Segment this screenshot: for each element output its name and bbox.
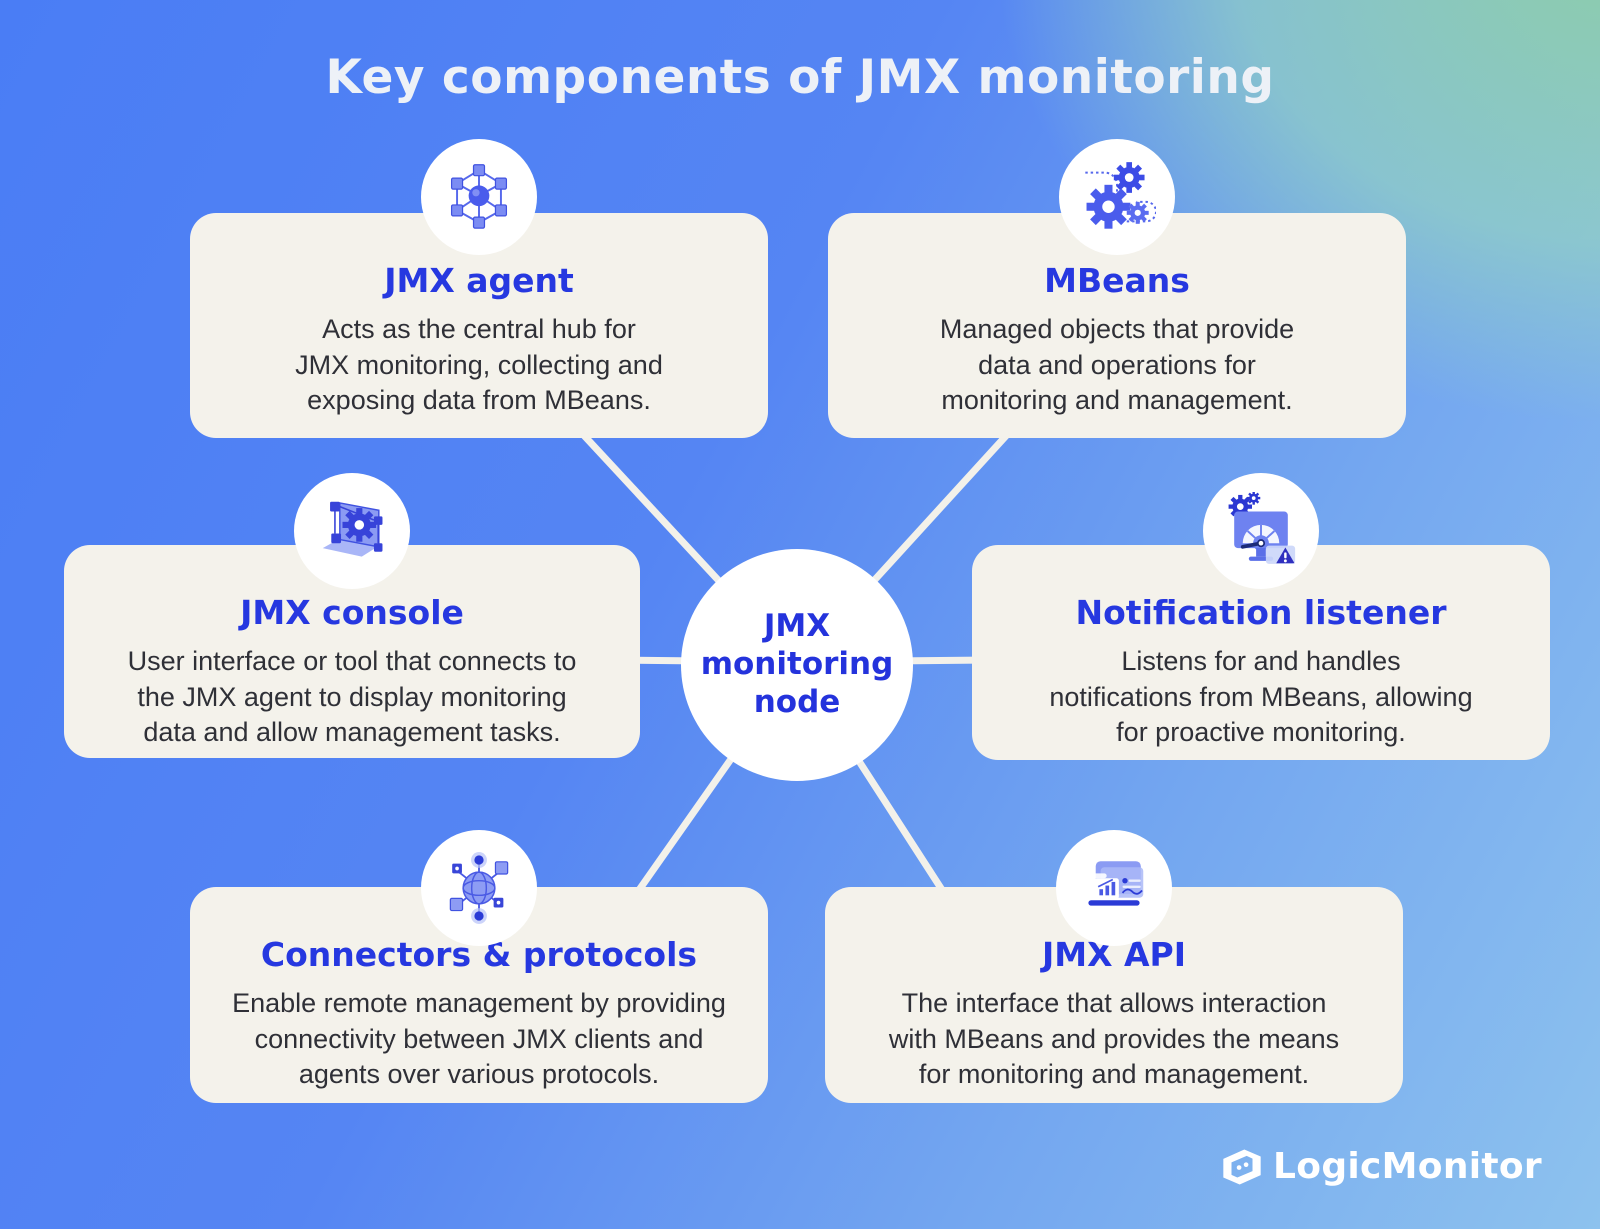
card-body: Listens for and handles notifications fr… <box>1049 646 1473 748</box>
brand-logo: LogicMonitor <box>1221 1146 1542 1187</box>
laptop-dashboard-icon <box>1088 861 1144 906</box>
card-title: Notification listener <box>1075 593 1447 632</box>
card-jmx-agent: JMX agent Acts as the central hub for JM… <box>190 213 768 438</box>
mbeans-icon-circle <box>1059 139 1175 255</box>
card-title: JMX agent <box>384 261 574 300</box>
jmx-console-icon-circle <box>294 473 410 589</box>
globe-network-icon <box>449 852 509 924</box>
center-node: JMX monitoring node <box>681 549 913 781</box>
card-body: User interface or tool that connects to … <box>127 646 577 748</box>
card-jmx-api: JMX API The interface that allows intera… <box>825 887 1403 1103</box>
jmx-api-icon-circle <box>1056 830 1172 946</box>
notification-listener-icon-circle <box>1203 473 1319 589</box>
card-body: Acts as the central hub for JMX monitori… <box>295 314 663 416</box>
network-hub-icon <box>450 164 508 229</box>
jmx-agent-icon-circle <box>421 139 537 255</box>
card-body: The interface that allows interaction wi… <box>888 988 1340 1090</box>
gears-icon <box>1085 162 1156 229</box>
card-body: Enable remote management by providing co… <box>232 988 726 1090</box>
card-title: JMX console <box>240 593 464 632</box>
center-node-label: JMX monitoring node <box>700 608 894 720</box>
gauge-alert-icon <box>1228 492 1296 564</box>
card-mbeans: MBeans Managed objects that provide data… <box>828 213 1406 438</box>
logicmonitor-icon <box>1223 1149 1261 1184</box>
card-jmx-console: JMX console User interface or tool that … <box>64 545 640 758</box>
card-title: MBeans <box>1044 261 1190 300</box>
page-title: Key components of JMX monitoring <box>325 50 1275 105</box>
brand-name: LogicMonitor <box>1273 1146 1542 1187</box>
connectors-protocols-icon-circle <box>421 830 537 946</box>
console-gear-icon <box>322 501 383 557</box>
card-body: Managed objects that provide data and op… <box>939 314 1295 416</box>
